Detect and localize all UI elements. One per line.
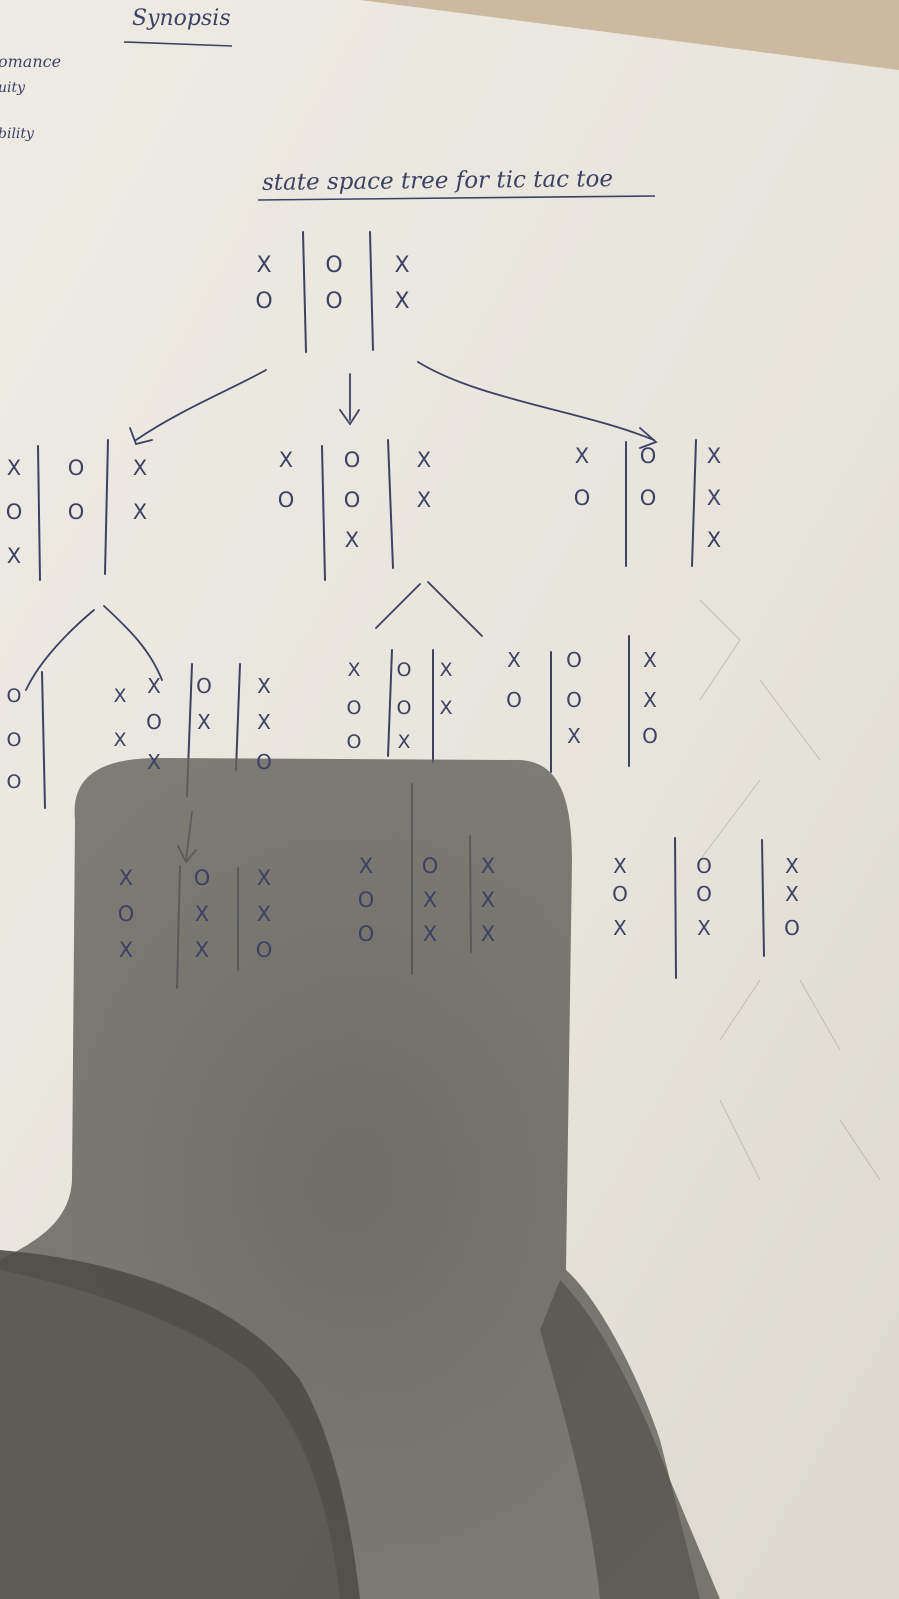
board-l2-a-cell-1-2: X	[113, 729, 127, 751]
board-l3-b-cell-1-2: X	[480, 888, 496, 912]
board-l2-b-cell-1-2: X	[257, 710, 271, 734]
board-l3-c-cell-0-1: O	[696, 854, 712, 878]
board-l3-a-cell-1-0: O	[117, 902, 135, 926]
board-l3-b-cell-0-2: X	[480, 854, 496, 878]
board-l1-right-cell-0-1: O	[639, 444, 657, 468]
board-l2-b-cell-0-1: O	[196, 674, 212, 698]
board-l2-b-cell-0-0: X	[147, 674, 161, 698]
board-l2-c-cell-2-0: O	[346, 731, 362, 753]
margin-note-3: bility	[0, 126, 34, 142]
board-l2-c-cell-2-1: X	[397, 731, 411, 753]
board-l2-d-cell-0-0: X	[507, 648, 521, 672]
board-l1-mid-cell-0-0: X	[278, 448, 294, 472]
finger-shadow	[540, 1280, 720, 1599]
board-l2-c-cell-0-2: X	[439, 659, 453, 681]
board-l3-b-cell-0-0: X	[358, 854, 374, 878]
board-l2-d-cell-0-2: X	[643, 648, 657, 672]
board-l2-c-cell-1-2: X	[439, 697, 453, 719]
board-l3-a-cell-2-2: O	[255, 938, 273, 962]
board-l2-b-cell-2-2: O	[256, 750, 272, 774]
board-l3-c-cell-2-0: X	[613, 916, 627, 940]
board-l1-mid-cell-1-2: X	[416, 488, 432, 512]
title-underline	[257, 195, 656, 201]
board-l2-d-cell-1-1: O	[566, 688, 582, 712]
board-l1-right-cell-1-1: O	[639, 486, 657, 510]
board-l3-c-cell-1-2: X	[785, 882, 799, 906]
diagram-title: state space tree for tic tac toe	[261, 166, 614, 196]
board-l1-mid-cell-0-2: X	[416, 448, 432, 472]
board-l2-c-cell-1-1: O	[396, 697, 412, 719]
board-l1-left-cell-1-2: X	[132, 500, 148, 524]
board-l3-a-cell-2-0: X	[118, 938, 134, 962]
board-l3-b-cell-2-0: O	[357, 922, 375, 946]
board-l3-c-cell-0-2: X	[785, 854, 799, 878]
heading: Synopsis	[132, 6, 231, 31]
board-l2-a-cell-0-0: O	[6, 685, 22, 707]
board-l1-right-cell-1-0: O	[573, 486, 591, 510]
board-l2-d-cell-0-1: O	[566, 648, 582, 672]
board-root-cell-0-0: X	[256, 253, 272, 278]
margin-note-1: omance	[0, 52, 62, 71]
board-root-cell-1-2: X	[394, 289, 410, 314]
board-l3-b-cell-1-1: X	[422, 888, 438, 912]
board-l1-mid-cell-2-1: X	[344, 528, 360, 552]
board-root-cell-0-1: O	[325, 253, 343, 278]
board-l3-b-cell-0-1: O	[421, 854, 439, 878]
board-l1-right-cell-0-0: X	[574, 444, 590, 468]
bleed-through-marks	[699, 599, 881, 1181]
board-l2-c-cell-1-0: O	[346, 697, 362, 719]
board-l3-c-cell-0-0: X	[613, 854, 627, 878]
board-l2-c-cell-0-1: O	[396, 659, 412, 681]
board-l3-c-cell-1-1: O	[696, 882, 712, 906]
board-l2-b-cell-0-2: X	[257, 674, 271, 698]
board-l3-a-cell-2-1: X	[194, 938, 210, 962]
board-l3-a-cell-1-2: X	[256, 902, 272, 926]
board-root-cell-1-0: O	[255, 289, 273, 314]
board-l1-left-cell-0-2: X	[132, 456, 148, 480]
board-l3-b-cell-2-2: X	[480, 922, 496, 946]
board-l3-b-cell-2-1: X	[422, 922, 438, 946]
board-l2-a-cell-0-2: X	[113, 685, 127, 707]
board-l3-c-cell-2-2: O	[784, 916, 800, 940]
board-l3-a-cell-0-2: X	[256, 866, 272, 890]
board-l1-mid-cell-1-1: O	[343, 488, 361, 512]
board-l2-a-cell-2-0: O	[6, 771, 22, 793]
board-l2-d-cell-2-2: O	[642, 724, 658, 748]
margin-note-2: uity	[0, 80, 26, 96]
board-l2-d-cell-2-1: X	[567, 724, 581, 748]
board-root-cell-0-2: X	[394, 253, 410, 278]
board-l2-c-cell-0-0: X	[347, 659, 361, 681]
board-l3-c-cell-1-0: O	[612, 882, 628, 906]
board-l3-c-cell-2-1: X	[697, 916, 711, 940]
board-l1-left-cell-0-1: O	[67, 456, 85, 480]
board-l2-d-cell-1-2: X	[643, 688, 657, 712]
board-l1-left-cell-2-0: X	[6, 544, 22, 568]
board-root-cell-1-1: O	[325, 289, 343, 314]
board-l3-a-cell-0-1: O	[193, 866, 211, 890]
lower-shadow	[0, 1250, 360, 1599]
board-l2-b-cell-2-0: X	[147, 750, 161, 774]
board-l1-right-cell-2-2: X	[706, 528, 722, 552]
heading-underline	[123, 41, 233, 47]
board-l3-a-cell-0-0: X	[118, 866, 134, 890]
board-l3-b-cell-1-0: O	[357, 888, 375, 912]
board-l1-right-cell-0-2: X	[706, 444, 722, 468]
hand-shadow	[0, 758, 700, 1599]
board-l1-left-cell-1-1: O	[67, 500, 85, 524]
board-l1-left-cell-0-0: X	[6, 456, 22, 480]
board-l2-b-cell-1-1: X	[197, 710, 211, 734]
board-l1-left-cell-1-0: O	[5, 500, 23, 524]
board-l2-b-cell-1-0: O	[146, 710, 162, 734]
board-l1-mid-cell-0-1: O	[343, 448, 361, 472]
board-l1-right-cell-1-2: X	[706, 486, 722, 510]
board-l1-mid-cell-1-0: O	[277, 488, 295, 512]
board-l3-a-cell-1-1: X	[194, 902, 210, 926]
board-l2-a-cell-1-0: O	[6, 729, 22, 751]
board-l2-d-cell-1-0: O	[506, 688, 522, 712]
